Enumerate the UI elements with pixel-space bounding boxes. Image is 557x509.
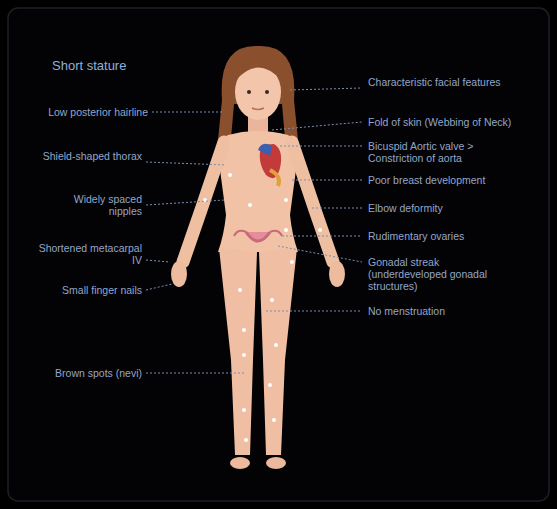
heading-label: Short stature [52,58,172,73]
feature-label: Low posterior hairline [10,106,148,118]
feature-label: Fold of skin (Webbing of Neck) [368,116,518,128]
feature-label: Gonadal streak (underdeveloped gonadal s… [368,256,518,292]
leader-lines [146,88,362,373]
feature-label: Small finger nails [40,284,142,296]
feature-label: Shortened metacarpal IV [30,242,142,266]
feature-label: Poor breast development [368,174,518,186]
feature-label: Widely spaced nipples [40,193,142,217]
feature-label: Brown spots (nevi) [20,367,142,379]
feature-label: Characteristic facial features [368,76,518,88]
panel [8,8,549,501]
feature-label: Elbow deformity [368,202,518,214]
feature-label: Shield-shaped thorax [40,150,142,162]
feature-label: No menstruation [368,305,518,317]
feature-label: Bicuspid Aortic valve > Constriction of … [368,140,528,164]
feature-label: Rudimentary ovaries [368,230,518,242]
girl-figure [171,46,345,469]
